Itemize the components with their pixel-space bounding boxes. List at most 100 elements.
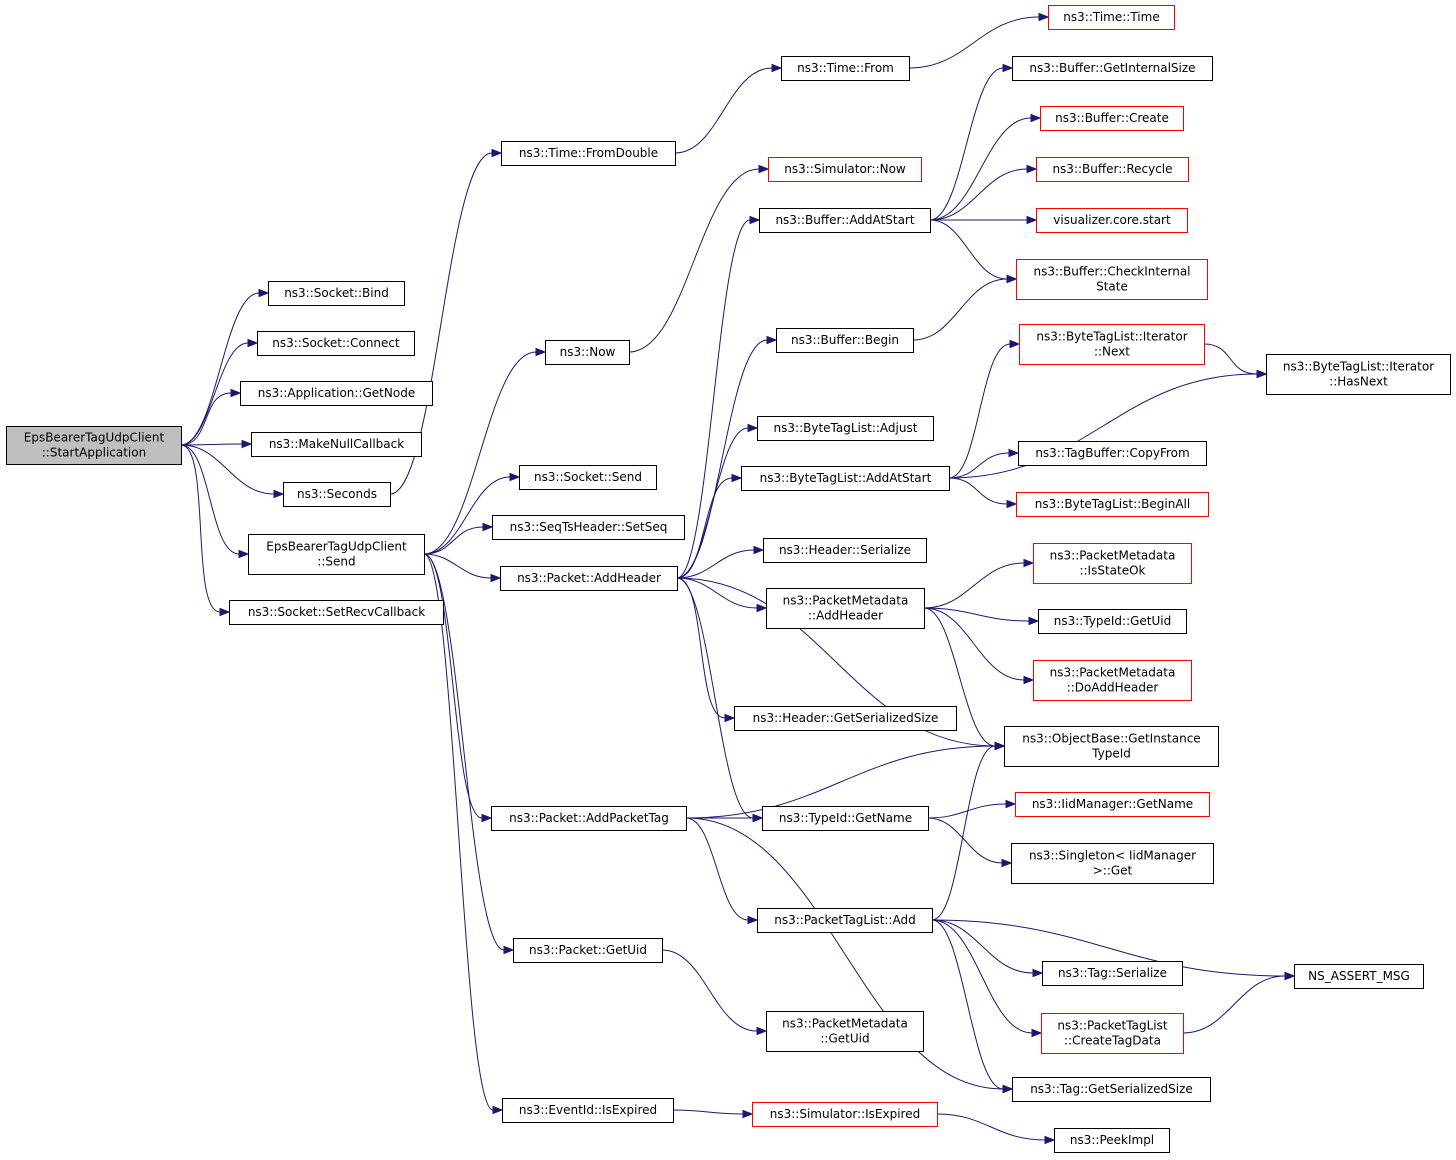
- call-edge-seconds-to-time_fromdouble: [389, 148, 503, 495]
- node-box: [1042, 961, 1183, 986]
- node-label: ns3::ByteTagList::AddAtStart: [760, 471, 932, 485]
- node-make-null-cb[interactable]: ns3::MakeNullCallback: [251, 432, 422, 457]
- node-box: [1012, 56, 1213, 81]
- call-edge-send-to-now: [423, 347, 547, 555]
- node-box: [1016, 259, 1208, 300]
- edge-line: [180, 444, 240, 555]
- node-btl-adjust[interactable]: ns3::ByteTagList::Adjust: [757, 416, 934, 441]
- edge-line: [1182, 975, 1286, 1034]
- node-label: ns3::TypeId::GetName: [779, 811, 912, 825]
- arrowhead: [230, 388, 242, 398]
- node-sim-isexpired[interactable]: ns3::Simulator::IsExpired: [752, 1102, 938, 1127]
- node-hdr-getsersize[interactable]: ns3::Header::GetSerializedSize: [734, 706, 957, 731]
- node-btl-iter-next[interactable]: ns3::ByteTagList::Iterator::Next: [1019, 324, 1205, 365]
- node-set-recv-cb[interactable]: ns3::Socket::SetRecvCallback: [229, 600, 444, 625]
- node-vis-core-start[interactable]: visualizer.core.start: [1036, 208, 1188, 233]
- arrowhead: [1023, 558, 1035, 568]
- node-socket-send[interactable]: ns3::Socket::Send: [519, 465, 657, 490]
- call-edge-buf_addatstart-to-buf_recycle: [929, 164, 1038, 221]
- node-box: [545, 340, 630, 365]
- node-btl-addatstart[interactable]: ns3::ByteTagList::AddAtStart: [741, 466, 950, 491]
- node-label: ns3::Socket::SetRecvCallback: [248, 605, 425, 619]
- arrowhead: [1044, 1135, 1056, 1145]
- arrowhead: [747, 423, 759, 433]
- arrowhead: [742, 1109, 754, 1119]
- node-ns-assert-msg[interactable]: NS_ASSERT_MSG: [1294, 964, 1424, 989]
- node-time-from[interactable]: ns3::Time::From: [781, 56, 910, 81]
- node-eventid-isexpired[interactable]: ns3::EventId::IsExpired: [502, 1098, 674, 1123]
- arrowhead: [1284, 971, 1296, 981]
- call-edge-pkt_addheader-to-hdr_getsersize: [676, 577, 736, 723]
- call-edge-btl_iter_next-to-btl_iter_hasnext: [1203, 343, 1268, 379]
- call-edge-start_app-to-send: [180, 444, 250, 559]
- node-pm-doaddheader[interactable]: ns3::PacketMetadata::DoAddHeader: [1033, 660, 1192, 701]
- node-singleton-get[interactable]: ns3::Singleton< IidManager>::Get: [1011, 843, 1214, 884]
- node-box: [519, 465, 657, 490]
- node-box: [768, 157, 922, 182]
- call-edge-pkt_addheader-to-btl_adjust: [676, 423, 759, 579]
- node-btl-iter-hasnext[interactable]: ns3::ByteTagList::Iterator::HasNext: [1266, 354, 1451, 395]
- node-send[interactable]: EpsBearerTagUdpClient::Send: [248, 534, 425, 575]
- node-sim-now[interactable]: ns3::Simulator::Now: [768, 157, 922, 182]
- node-pkt-getuid[interactable]: ns3::Packet::GetUid: [513, 938, 663, 963]
- node-box: [741, 466, 950, 491]
- node-buf-create[interactable]: ns3::Buffer::Create: [1040, 106, 1184, 131]
- node-socket-connect[interactable]: ns3::Socket::Connect: [257, 331, 415, 356]
- call-edge-eventid_isexpired-to-sim_isexpired: [672, 1109, 754, 1119]
- edge-line: [948, 373, 1258, 479]
- arrowhead: [749, 215, 761, 225]
- node-label: ns3::PeekImpl: [1070, 1133, 1154, 1147]
- node-pkt-addpackettag[interactable]: ns3::Packet::AddPacketTag: [491, 806, 687, 831]
- node-label: ns3::Simulator::IsExpired: [770, 1107, 920, 1121]
- node-tag-getsersize[interactable]: ns3::Tag::GetSerializedSize: [1012, 1077, 1211, 1102]
- node-label: ::IsStateOk: [1079, 564, 1145, 578]
- node-pm-getuid[interactable]: ns3::PacketMetadata::GetUid: [766, 1011, 924, 1052]
- call-edge-ptl_add-to-objbase_getinst: [931, 741, 1006, 921]
- edge-line: [929, 117, 1032, 221]
- node-buf-getinternalsize[interactable]: ns3::Buffer::GetInternalSize: [1012, 56, 1213, 81]
- node-tag-serialize[interactable]: ns3::Tag::Serialize: [1042, 961, 1183, 986]
- node-box: [248, 534, 425, 575]
- node-ptl-add[interactable]: ns3::PacketTagList::Add: [757, 908, 933, 933]
- node-buf-recycle[interactable]: ns3::Buffer::Recycle: [1036, 157, 1189, 182]
- node-time-time[interactable]: ns3::Time::Time: [1048, 5, 1175, 30]
- node-ptl-createtagdata[interactable]: ns3::PacketTagList::CreateTagData: [1041, 1013, 1184, 1054]
- node-seconds[interactable]: ns3::Seconds: [283, 482, 391, 507]
- node-app-getnode[interactable]: ns3::Application::GetNode: [240, 381, 433, 406]
- arrowhead: [241, 439, 253, 449]
- edge-line: [628, 168, 760, 353]
- node-pm-addheader[interactable]: ns3::PacketMetadata::AddHeader: [766, 588, 925, 629]
- node-socket-bind[interactable]: ns3::Socket::Bind: [268, 281, 405, 306]
- node-pm-isstateok[interactable]: ns3::PacketMetadata::IsStateOk: [1033, 543, 1192, 584]
- edge-line: [676, 577, 726, 719]
- node-label: ns3::SeqTsHeader::SetSeq: [510, 520, 668, 534]
- edge-line: [180, 342, 249, 446]
- call-edge-pm_addheader-to-typeid_getuid: [923, 607, 1040, 626]
- edge-line: [676, 477, 733, 579]
- node-now[interactable]: ns3::Now: [545, 340, 630, 365]
- node-iidmgr-getname[interactable]: ns3::IidManager::GetName: [1015, 792, 1210, 817]
- node-peekimpl[interactable]: ns3::PeekImpl: [1054, 1128, 1170, 1153]
- node-btl-beginall[interactable]: ns3::ByteTagList::BeginAll: [1016, 492, 1209, 517]
- node-seqts-setseq[interactable]: ns3::SeqTsHeader::SetSeq: [492, 515, 685, 540]
- arrowhead: [756, 603, 768, 613]
- edge-line: [927, 817, 1003, 864]
- node-pkt-addheader[interactable]: ns3::Packet::AddHeader: [500, 566, 678, 591]
- arrowhead: [238, 549, 250, 559]
- edge-line: [676, 577, 754, 819]
- node-box: [240, 381, 433, 406]
- node-typeid-getname[interactable]: ns3::TypeId::GetName: [762, 806, 929, 831]
- node-start-app[interactable]: EpsBearerTagUdpClient::StartApplication: [6, 426, 182, 465]
- node-buf-addatstart[interactable]: ns3::Buffer::AddAtStart: [759, 208, 931, 233]
- node-hdr-serialize[interactable]: ns3::Header::Serialize: [763, 538, 927, 563]
- node-typeid-getuid[interactable]: ns3::TypeId::GetUid: [1038, 609, 1187, 634]
- edge-line: [423, 351, 537, 555]
- node-box: [776, 328, 914, 353]
- edge-line: [929, 67, 1004, 221]
- node-tagbuf-copyfrom[interactable]: ns3::TagBuffer::CopyFrom: [1018, 441, 1207, 466]
- node-buf-begin[interactable]: ns3::Buffer::Begin: [776, 328, 914, 353]
- node-label: ns3::Seconds: [297, 487, 377, 501]
- node-time-fromdouble[interactable]: ns3::Time::FromDouble: [501, 141, 676, 166]
